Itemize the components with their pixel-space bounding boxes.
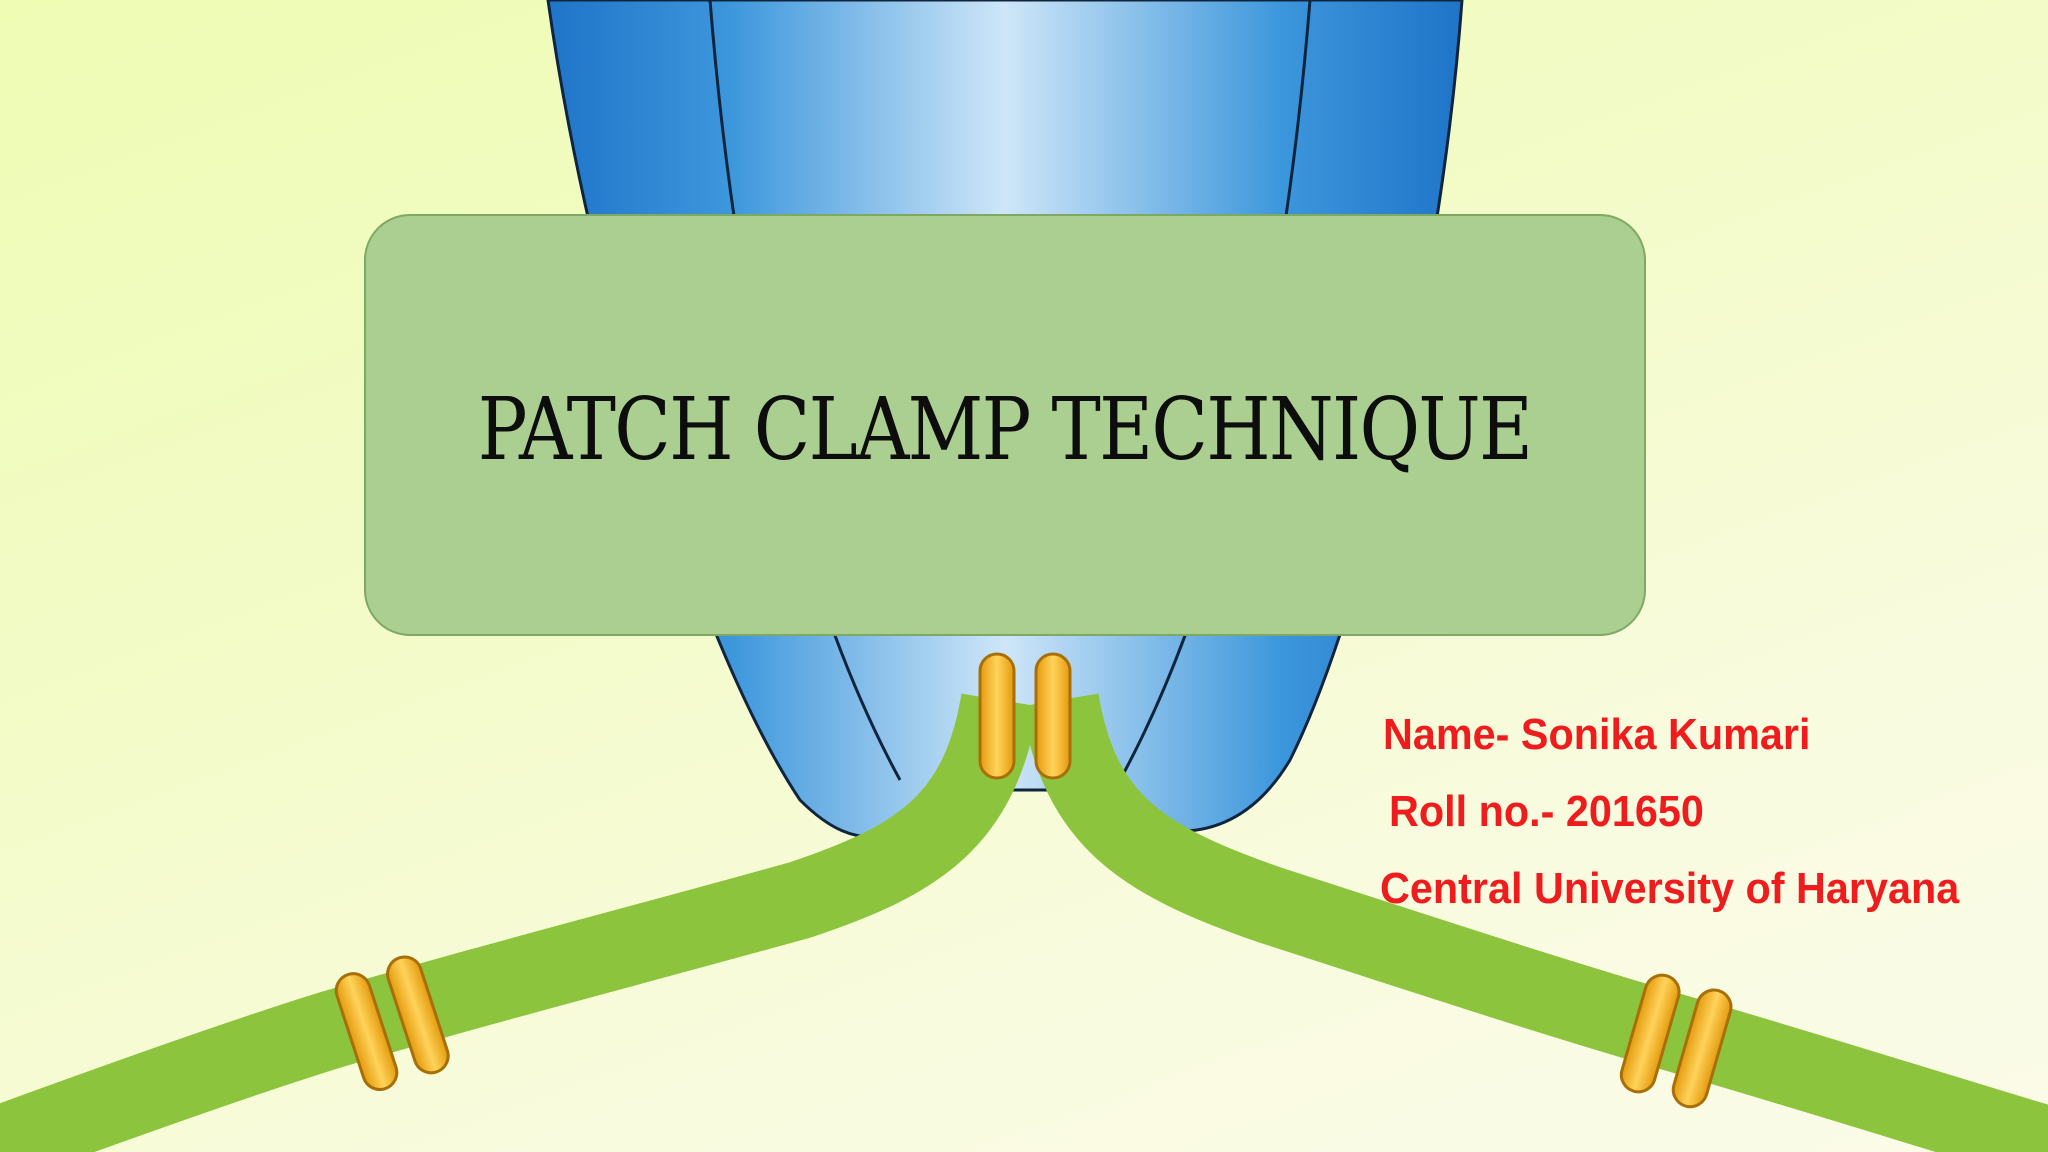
author-name: Name- Sonika Kumari <box>1383 710 1811 759</box>
slide-title: PATCH CLAMP TECHNIQUE <box>478 380 1533 480</box>
institution: Central University of Haryana <box>1380 864 1960 913</box>
ion-channel <box>334 955 450 1091</box>
roll-number: Roll no.- 201650 <box>1389 787 1704 836</box>
ion-channel <box>1619 973 1733 1109</box>
title-box: PATCH CLAMP TECHNIQUE <box>364 214 1646 636</box>
ion-channel <box>978 652 1072 780</box>
cell-membrane <box>0 692 2048 1152</box>
